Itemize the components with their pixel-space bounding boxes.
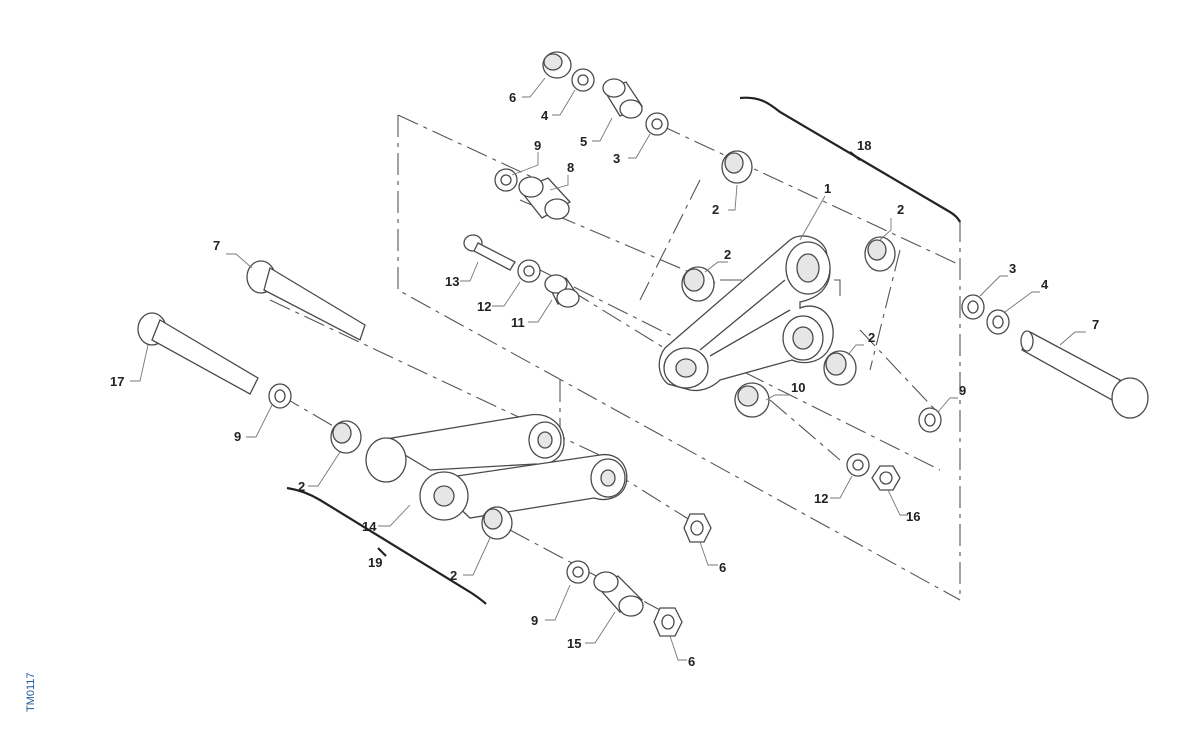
- callout-16: 16: [906, 509, 920, 524]
- callout-6: 6: [688, 654, 695, 669]
- nut-6-top: [542, 51, 572, 79]
- nut-16: [871, 465, 901, 491]
- bolt-17: [137, 312, 259, 395]
- callout-6: 6: [719, 560, 726, 575]
- bush-2-top: [721, 150, 753, 184]
- brace-19-tip: [377, 547, 387, 557]
- callout-4: 4: [541, 108, 549, 123]
- leader-lines: [130, 77, 1086, 661]
- bush-10: [734, 382, 770, 418]
- callout-2: 2: [450, 568, 457, 583]
- callout-7: 7: [213, 238, 220, 253]
- washer-12-left: [517, 259, 541, 283]
- callout-2: 2: [897, 202, 904, 217]
- callout-12: 12: [814, 491, 828, 506]
- assembly-axes: [269, 114, 961, 611]
- callout-3: 3: [1009, 261, 1016, 276]
- bolt-7-right: [1020, 330, 1149, 419]
- bush-2-right-top: [864, 236, 896, 272]
- spacer-5: [602, 78, 643, 119]
- spacer-11: [544, 274, 580, 308]
- callout-9: 9: [959, 383, 966, 398]
- spacer-15: [593, 571, 644, 617]
- washer-3-top: [645, 112, 669, 136]
- callout-2: 2: [298, 479, 305, 494]
- washer-9-right: [918, 407, 942, 433]
- callout-2: 2: [724, 247, 731, 262]
- washer-9-left: [268, 383, 292, 409]
- nut-6-mid: [683, 513, 712, 543]
- nut-6-bottom: [653, 607, 683, 637]
- washer-3-right: [961, 294, 985, 320]
- callout-8: 8: [567, 160, 574, 175]
- callout-9: 9: [531, 613, 538, 628]
- brace-18: [739, 96, 961, 223]
- callout-4: 4: [1041, 277, 1049, 292]
- bush-2-right-mid: [823, 350, 857, 386]
- washer-12-right: [846, 453, 870, 477]
- washer-9-top: [494, 168, 518, 192]
- callout-2: 2: [712, 202, 719, 217]
- rocker-arm-1: [658, 235, 834, 392]
- brace-19: [286, 486, 487, 605]
- washer-4-right: [986, 309, 1010, 335]
- spacer-8: [518, 176, 572, 220]
- callout-6: 6: [509, 90, 516, 105]
- callout-10: 10: [791, 380, 805, 395]
- callout-7: 7: [1092, 317, 1099, 332]
- callout-11: 11: [511, 315, 525, 330]
- callout-9: 9: [234, 429, 241, 444]
- callout-labels: 1 2 2 2 2 2 2 3 3 4 4 5 6 6 6 7 7 8 9 9 …: [110, 90, 1099, 669]
- callout-14: 14: [362, 519, 377, 534]
- washer-9-lower: [566, 560, 590, 584]
- bolt-13: [463, 234, 516, 271]
- callout-13: 13: [445, 274, 459, 289]
- bush-2-left: [330, 420, 362, 454]
- callout-2: 2: [868, 330, 875, 345]
- bolt-7-left: [246, 260, 366, 341]
- callout-12: 12: [477, 299, 491, 314]
- callout-15: 15: [567, 636, 581, 651]
- washer-4-top: [571, 68, 595, 92]
- callout-1: 1: [824, 181, 831, 196]
- callout-19: 19: [368, 555, 382, 570]
- callout-17: 17: [110, 374, 124, 389]
- callout-5: 5: [580, 134, 587, 149]
- link-arms-14: [365, 413, 628, 521]
- callout-18: 18: [857, 138, 871, 153]
- bush-2-lower: [481, 506, 513, 540]
- callout-9: 9: [534, 138, 541, 153]
- bush-2-mid: [681, 266, 715, 302]
- callout-3: 3: [613, 151, 620, 166]
- drawing-code: TM0117: [25, 672, 37, 712]
- brace-18-tip: [849, 151, 861, 161]
